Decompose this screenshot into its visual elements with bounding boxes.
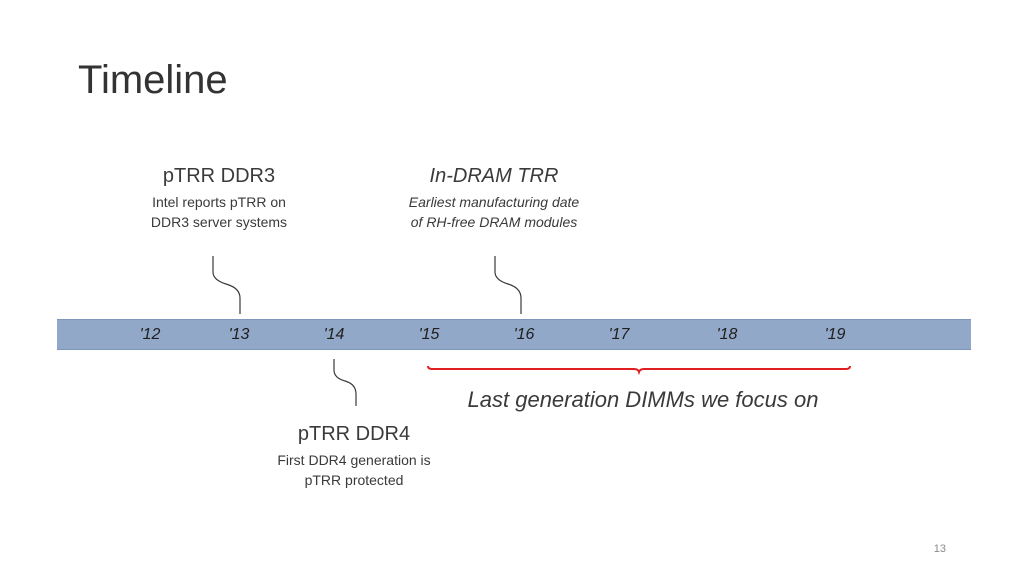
event-description-line: of RH-free DRAM modules <box>410 214 578 230</box>
event-description-line: First DDR4 generation is <box>277 452 431 468</box>
event-heading: In-DRAM TRR <box>429 165 559 187</box>
year-tick: '16 <box>513 326 535 343</box>
event-ptrr-ddr3: pTRR DDR3 Intel reports pTRR on DDR3 ser… <box>151 164 287 232</box>
event-description-line: pTRR protected <box>304 472 404 488</box>
connector-ptrr-ddr4 <box>333 359 357 406</box>
event-in-dram-trr: In-DRAM TRR Earliest manufacturing date … <box>409 164 579 232</box>
year-tick: '17 <box>608 326 630 343</box>
event-description: Earliest manufacturing date of RH-free D… <box>409 192 579 232</box>
event-description-line: DDR3 server systems <box>150 214 288 230</box>
year-tick: '15 <box>418 326 440 343</box>
year-tick: '13 <box>228 326 250 343</box>
event-heading: pTRR DDR3 <box>162 165 276 187</box>
event-description-line: Earliest manufacturing date <box>408 194 580 210</box>
range-label: Last generation DIMMs we focus on <box>467 387 819 412</box>
page-number: 13 <box>933 543 946 555</box>
event-ptrr-ddr4: pTRR DDR4 First DDR4 generation is pTRR … <box>277 422 430 490</box>
connector-ptrr-ddr3 <box>212 256 241 314</box>
year-tick: '12 <box>139 326 161 343</box>
year-tick: '19 <box>824 326 846 343</box>
year-tick: '18 <box>716 326 738 343</box>
range-brace <box>427 365 851 376</box>
event-description-line: Intel reports pTRR on <box>152 194 286 210</box>
timeline-bar: '12 '13 '14 '15 '16 '17 '18 '19 <box>57 319 971 350</box>
connector-in-dram-trr <box>494 256 522 314</box>
slide-title: Timeline <box>78 58 228 102</box>
year-tick: '14 <box>323 326 345 343</box>
event-description: First DDR4 generation is pTRR protected <box>277 450 430 490</box>
event-description: Intel reports pTRR on DDR3 server system… <box>151 192 287 232</box>
event-heading: pTRR DDR4 <box>297 423 411 445</box>
